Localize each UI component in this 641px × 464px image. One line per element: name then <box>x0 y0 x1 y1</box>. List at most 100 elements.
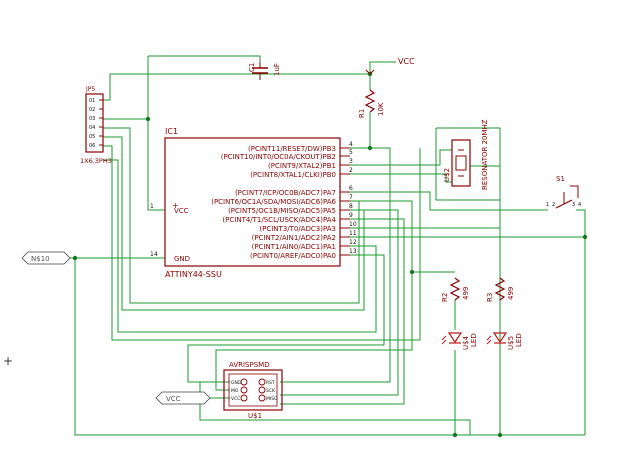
vcc-top-symbol: VCC <box>365 57 415 75</box>
wire-junction <box>497 432 503 438</box>
vcc-top-label: VCC <box>398 57 415 66</box>
isp-right-label: RST <box>266 380 275 386</box>
resonator-ref: U$2 <box>443 168 451 182</box>
wire-isp-gnd <box>199 381 471 435</box>
led-u5-ray-1 <box>486 335 492 341</box>
led-u4-triangle <box>447 332 463 344</box>
r2-ref: R2 <box>441 293 449 302</box>
gnd-net-flag <box>21 251 71 265</box>
wire-pa0 <box>187 254 385 383</box>
vcc-arrow <box>365 69 375 75</box>
mcu-right-pin-label: (PCINT11/RESET/DW)PB3 <box>248 145 336 153</box>
isp-pad-right <box>258 394 266 402</box>
wire-junction <box>452 432 458 438</box>
isp-pad-left <box>240 386 248 394</box>
mcu-right-pin-label: (PCINT9/XTAL2)PB1 <box>268 162 336 170</box>
mcu-right-pin-label: (PCINT2/AIN1/ADC2)PA2 <box>252 234 336 242</box>
isp-left-label: GND <box>231 380 242 386</box>
vcc-isp-label: VCC <box>155 391 211 405</box>
led-u4: U$4 LED <box>441 332 478 350</box>
mcu-right-pin-num: 4 <box>349 141 353 148</box>
mcu-right-pin-num: 9 <box>349 212 353 219</box>
mcu-right-pin-num: 8 <box>349 203 353 210</box>
wire-pa7-switch <box>340 191 548 211</box>
r3-value: 499 <box>507 287 515 300</box>
isp-pad-left <box>240 378 248 386</box>
led-u5: U$5 LED <box>486 332 523 350</box>
switch-pin-1: 1 <box>546 202 549 208</box>
mcu-plus-sign: + <box>172 201 179 210</box>
r1-value: 10K <box>377 102 385 116</box>
mcu-left-pin-num: 1 <box>150 203 154 210</box>
wire-vcc-to-c1 <box>147 56 165 211</box>
isp-right-label: MISO <box>266 396 278 402</box>
wires <box>70 55 586 436</box>
led-u5-triangle <box>492 332 508 344</box>
wire-pa3-led <box>340 227 501 272</box>
mcu-body <box>164 137 341 267</box>
resonator-body <box>451 139 471 187</box>
mcu-right-pin-num: 13 <box>349 248 357 255</box>
mcu-right-pin-label: (PCINT5/OC1B/MISO/ADC5)PA5 <box>228 207 336 215</box>
r3-zigzag <box>494 277 506 301</box>
isp-inner <box>228 373 278 407</box>
mcu-right-pin-label: (PCINT0/AREF/ADC0)PA0 <box>250 252 336 260</box>
wire-vcc-top-rail <box>103 73 370 101</box>
isp-right-label: SCK <box>266 388 276 394</box>
header-body <box>85 93 104 153</box>
wire-res-frame <box>435 127 501 201</box>
r3-ref: R3 <box>486 293 494 302</box>
wire-isp-mo <box>215 272 413 391</box>
mcu-right-pin-num: 3 <box>349 158 353 165</box>
header-pin-label: 05 <box>89 134 95 140</box>
junctions <box>72 71 588 438</box>
mcu-right-pin-num: 7 <box>349 194 353 201</box>
isp-pad-left <box>240 394 248 402</box>
led-u5-ref: U$5 <box>507 336 515 350</box>
capacitor-c1: C1 1uF <box>248 62 281 80</box>
resistor-r1: R1 10K <box>358 89 385 118</box>
wire-reset-to-isp <box>280 147 391 383</box>
isp-left-label: MO <box>231 388 239 394</box>
led-u5-value: LED <box>515 333 523 347</box>
mcu-right-pin-label: (PCINT4/T1/SCL/USCK/ADC4)PA4 <box>222 216 336 224</box>
wire-pa4 <box>280 218 405 405</box>
r1-ref: R1 <box>358 109 366 118</box>
c1-ref: C1 <box>248 63 256 72</box>
header-pin-label: 01 <box>89 98 95 104</box>
mcu-right-pin-label: (PCINT6/OC1A/SDA/MOSI/ADC6)PA6 <box>211 198 336 206</box>
header-pin-label: 02 <box>89 107 95 113</box>
r1-zigzag <box>364 89 376 113</box>
resonator-value: RESONATOR 20MHZ <box>481 119 489 190</box>
switch-pin-4: 4 <box>578 202 581 208</box>
isp-pad-right <box>258 386 266 394</box>
mcu-left-pin-num: 14 <box>150 251 158 258</box>
switch-bracket <box>570 185 579 198</box>
header-pin-label: 06 <box>89 143 95 149</box>
switch-ref: S1 <box>556 175 565 183</box>
switch-pin-2: 2 <box>552 202 555 208</box>
vcc-isp-text: VCC <box>166 395 181 403</box>
mcu-left-pin-label: VCC <box>174 207 189 215</box>
mcu-right-pin-num: 6 <box>349 185 353 192</box>
mcu-ref: IC1 <box>165 127 178 136</box>
wire-vcc-stub <box>369 61 396 74</box>
mcu-right-pin-label: (PCINT7/ICP/OC0B/ADC7)PA7 <box>235 189 336 197</box>
header-ref: JP5 <box>85 86 95 93</box>
isp-outer <box>223 369 283 411</box>
c1-value: 1uF <box>273 63 281 76</box>
wire-gnd-bottom <box>74 258 585 436</box>
resonator-crystal <box>455 155 467 171</box>
isp-ref: U$1 <box>248 412 262 420</box>
led-u5-ray-2 <box>486 339 492 345</box>
resonator-u2: U$2 RESONATOR 20MHZ <box>443 119 489 190</box>
resistor-r3: R3 499 <box>486 277 515 302</box>
mcu-value: ATTINY44-SSU <box>165 270 222 279</box>
crosshair-cursor: + <box>3 354 13 368</box>
